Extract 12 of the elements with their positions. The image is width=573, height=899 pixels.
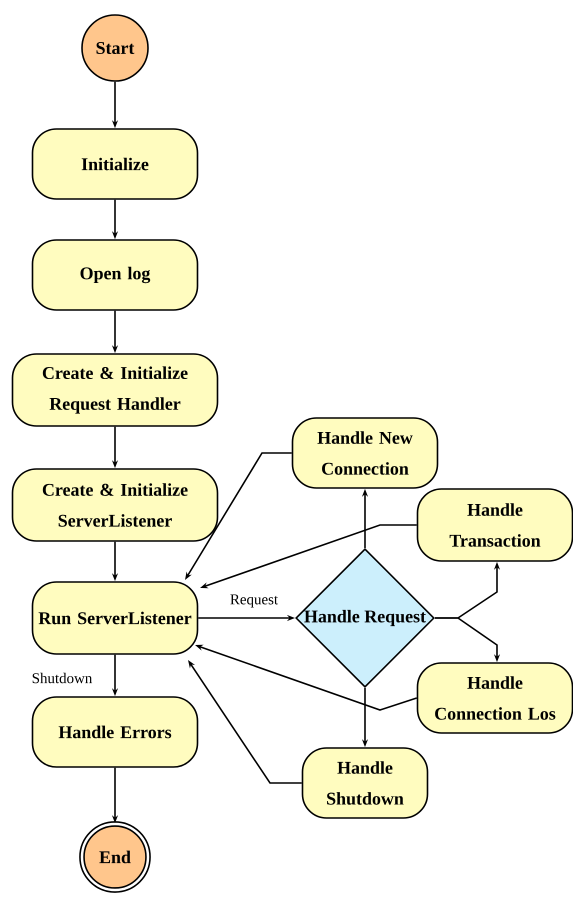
process-box: Create & Initialize Request Handler: [12, 353, 218, 427]
process-box: Handle Shutdown: [302, 747, 428, 819]
process-box: Handle Connection Los: [416, 662, 573, 734]
process-box: Run ServerListener: [32, 581, 198, 655]
process-box: Create & Initialize ServerListener: [12, 468, 218, 542]
process-box: Handle New Connection: [292, 417, 438, 489]
process-box: Initialize: [32, 128, 198, 200]
process-box: Open log: [32, 239, 198, 311]
edge-label: Request: [230, 594, 278, 608]
process-box: Handle Errors: [32, 696, 198, 768]
edge-label: Shutdown: [32, 672, 92, 684]
process-box: Handle Transaction: [416, 488, 573, 562]
